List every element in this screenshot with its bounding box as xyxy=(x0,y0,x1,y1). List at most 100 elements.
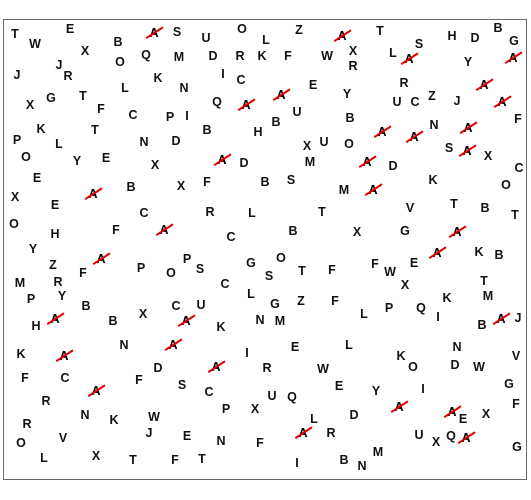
puzzle-letter[interactable]: U xyxy=(414,427,424,442)
puzzle-letter[interactable]: Q xyxy=(212,94,222,109)
puzzle-letter[interactable]: M xyxy=(338,182,350,197)
puzzle-letter[interactable]: X xyxy=(481,406,491,421)
puzzle-letter[interactable]: B xyxy=(288,223,298,238)
puzzle-letter[interactable]: O xyxy=(9,216,19,231)
puzzle-letter[interactable]: X xyxy=(352,224,362,239)
puzzle-letter[interactable]: T xyxy=(198,451,206,466)
puzzle-letter[interactable]: X xyxy=(80,43,90,58)
puzzle-letter[interactable]: W xyxy=(148,409,160,424)
puzzle-letter[interactable]: T xyxy=(511,207,519,222)
target-letter-crossed[interactable]: A xyxy=(88,186,98,201)
puzzle-letter[interactable]: E xyxy=(50,197,60,212)
puzzle-letter[interactable]: O xyxy=(16,435,26,450)
puzzle-letter[interactable]: L xyxy=(248,205,256,220)
puzzle-letter[interactable]: F xyxy=(21,370,29,385)
target-letter-crossed[interactable]: A xyxy=(409,129,419,144)
puzzle-letter[interactable]: E xyxy=(290,339,300,354)
puzzle-letter[interactable]: R xyxy=(262,360,272,375)
target-letter-crossed[interactable]: A xyxy=(217,152,227,167)
puzzle-letter[interactable]: X xyxy=(25,97,35,112)
puzzle-letter[interactable]: T xyxy=(79,88,87,103)
puzzle-letter[interactable]: Y xyxy=(72,153,82,168)
puzzle-letter[interactable]: E xyxy=(458,411,468,426)
puzzle-letter[interactable]: F xyxy=(514,111,522,126)
puzzle-letter[interactable]: H xyxy=(253,124,263,139)
puzzle-letter[interactable]: C xyxy=(60,370,70,385)
puzzle-letter[interactable]: S xyxy=(177,377,187,392)
puzzle-letter[interactable]: R xyxy=(53,274,63,289)
puzzle-letter[interactable]: G xyxy=(246,255,256,270)
puzzle-letter[interactable]: O xyxy=(21,149,31,164)
puzzle-letter[interactable]: X xyxy=(431,434,441,449)
puzzle-letter[interactable]: N xyxy=(80,407,90,422)
puzzle-letter[interactable]: O xyxy=(276,250,286,265)
puzzle-letter[interactable]: R xyxy=(205,204,215,219)
puzzle-letter[interactable]: T xyxy=(298,263,306,278)
puzzle-letter[interactable]: B xyxy=(493,20,503,35)
puzzle-letter[interactable]: B xyxy=(81,298,91,313)
puzzle-letter[interactable]: T xyxy=(318,204,326,219)
puzzle-letter[interactable]: M xyxy=(304,154,316,169)
target-letter-crossed[interactable]: A xyxy=(404,51,414,66)
puzzle-letter[interactable]: E xyxy=(101,150,111,165)
puzzle-letter[interactable]: P xyxy=(182,251,192,266)
puzzle-letter[interactable]: G xyxy=(504,376,514,391)
puzzle-letter[interactable]: F xyxy=(371,256,379,271)
puzzle-letter[interactable]: W xyxy=(317,361,329,376)
target-letter-crossed[interactable]: A xyxy=(59,348,69,363)
puzzle-letter[interactable]: O xyxy=(408,359,418,374)
puzzle-letter[interactable]: V xyxy=(511,348,521,363)
target-letter-crossed[interactable]: A xyxy=(432,245,442,260)
puzzle-letter[interactable]: C xyxy=(236,72,246,87)
target-letter-crossed[interactable]: A xyxy=(377,124,387,139)
target-letter-crossed[interactable]: A xyxy=(337,28,347,43)
puzzle-letter[interactable]: L xyxy=(262,32,270,47)
puzzle-letter[interactable]: R xyxy=(235,48,245,63)
puzzle-letter[interactable]: U xyxy=(292,104,302,119)
puzzle-letter[interactable]: S xyxy=(286,172,296,187)
puzzle-letter[interactable]: B xyxy=(108,313,118,328)
target-letter-crossed[interactable]: A xyxy=(50,311,60,326)
puzzle-letter[interactable]: F xyxy=(284,48,292,63)
puzzle-letter[interactable]: O xyxy=(501,177,511,192)
puzzle-letter[interactable]: X xyxy=(483,148,493,163)
puzzle-letter[interactable]: G xyxy=(509,33,519,48)
puzzle-letter[interactable]: H xyxy=(31,318,41,333)
puzzle-letter[interactable]: L xyxy=(121,80,129,95)
target-letter-crossed[interactable]: A xyxy=(462,143,472,158)
target-letter-crossed[interactable]: A xyxy=(463,120,473,135)
puzzle-letter[interactable]: F xyxy=(331,293,339,308)
puzzle-letter[interactable]: L xyxy=(247,286,255,301)
puzzle-letter[interactable]: I xyxy=(185,108,189,123)
puzzle-letter[interactable]: M xyxy=(372,444,384,459)
puzzle-letter[interactable]: M xyxy=(14,275,26,290)
puzzle-letter[interactable]: F xyxy=(135,372,143,387)
puzzle-letter[interactable]: B xyxy=(477,317,487,332)
puzzle-letter[interactable]: Y xyxy=(342,86,352,101)
puzzle-letter[interactable]: X xyxy=(138,306,148,321)
target-letter-crossed[interactable]: A xyxy=(496,311,506,326)
target-letter-crossed[interactable]: A xyxy=(394,399,404,414)
puzzle-letter[interactable]: W xyxy=(29,36,41,51)
puzzle-letter[interactable]: E xyxy=(182,428,192,443)
puzzle-letter[interactable]: F xyxy=(171,452,179,467)
puzzle-letter[interactable]: K xyxy=(396,348,406,363)
puzzle-letter[interactable]: S xyxy=(444,140,454,155)
puzzle-letter[interactable]: G xyxy=(512,439,522,454)
puzzle-letter[interactable]: G xyxy=(270,296,280,311)
puzzle-letter[interactable]: X xyxy=(176,178,186,193)
puzzle-letter[interactable]: W xyxy=(321,48,333,63)
puzzle-letter[interactable]: F xyxy=(203,174,211,189)
puzzle-letter[interactable]: D xyxy=(239,155,249,170)
target-letter-crossed[interactable]: A xyxy=(497,94,507,109)
puzzle-letter[interactable]: F xyxy=(112,222,120,237)
puzzle-letter[interactable]: J xyxy=(13,67,21,82)
puzzle-letter[interactable]: R xyxy=(399,75,409,90)
puzzle-letter[interactable]: D xyxy=(470,30,480,45)
puzzle-letter[interactable]: I xyxy=(436,309,440,324)
puzzle-letter[interactable]: O xyxy=(115,54,125,69)
target-letter-crossed[interactable]: A xyxy=(168,337,178,352)
puzzle-letter[interactable]: U xyxy=(319,134,329,149)
puzzle-letter[interactable]: K xyxy=(474,244,484,259)
target-letter-crossed[interactable]: A xyxy=(211,359,221,374)
